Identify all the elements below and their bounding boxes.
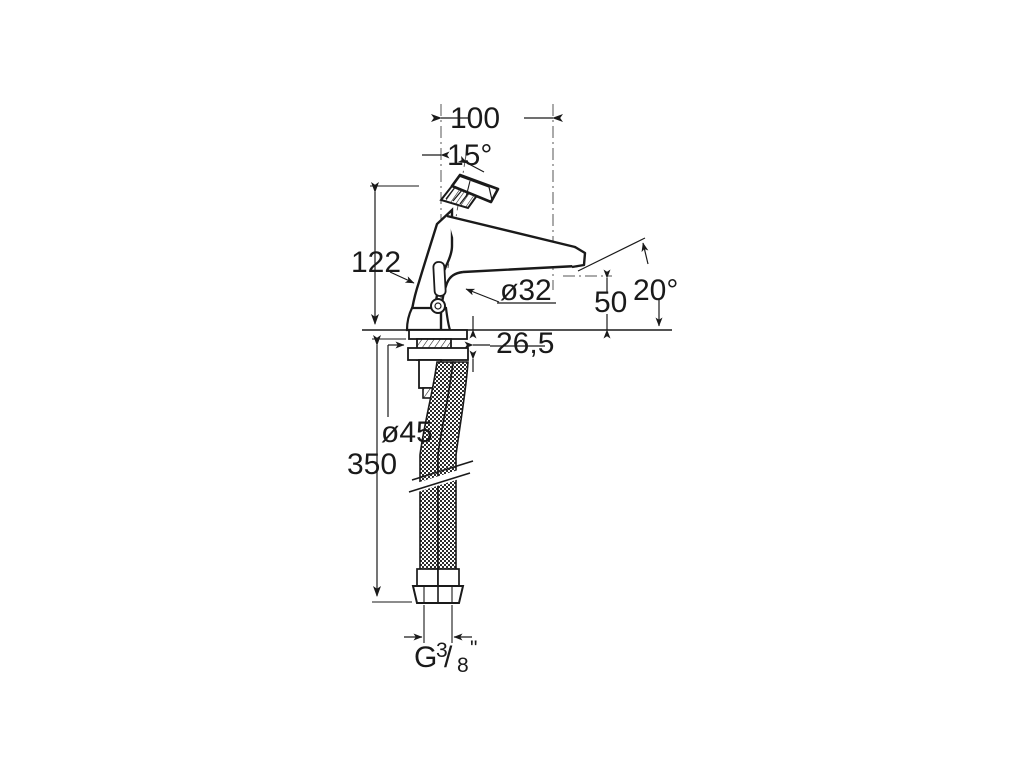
break-line-lower — [408, 472, 471, 493]
mounting-hardware — [407, 329, 469, 399]
dimension-20deg — [577, 237, 663, 327]
dimension-g38 — [404, 605, 472, 643]
ferrule-right — [437, 568, 460, 587]
sensor-window — [432, 261, 447, 297]
dim-label-g38-letter: G — [414, 641, 437, 674]
dimension-dia32 — [465, 288, 556, 304]
lock-nut-plate — [407, 347, 469, 361]
dim-label-dia45: ø45 — [381, 416, 433, 449]
handle-cap-seam — [465, 180, 471, 198]
top-washer — [408, 329, 468, 340]
dim-label-100: 100 — [450, 102, 500, 135]
dim-label-122: 122 — [351, 246, 401, 279]
dim-15-arrow-right — [457, 155, 485, 173]
dimension-122 — [370, 182, 419, 331]
dim-label-15deg: 15° — [447, 139, 492, 172]
handle-cap-edge-hl — [458, 175, 493, 201]
dim-label-g38-solidus: / — [444, 641, 453, 674]
dim-dia32-leader — [465, 288, 500, 303]
dim-label-dia32: ø32 — [500, 274, 552, 307]
flexible-hose-assembly — [407, 361, 474, 604]
dim-label-265: 26,5 — [496, 327, 554, 360]
sensor-eye-inner — [434, 302, 442, 310]
dimension-265 — [464, 316, 545, 372]
ferrule-left — [416, 568, 439, 587]
break-gap-mask — [407, 466, 472, 495]
dim-122-leader — [389, 271, 415, 284]
dim-label-20deg: 20° — [633, 274, 678, 307]
dimension-15deg — [422, 151, 485, 173]
spout-outlet-tip — [571, 245, 587, 269]
dim-label-g38-numerator: 3 — [436, 639, 448, 662]
break-line-upper — [411, 460, 474, 481]
dimension-dia45 — [387, 341, 405, 417]
dimension-350 — [372, 335, 412, 603]
faucet-assembly — [405, 173, 587, 332]
dim-20-arrow-top — [641, 242, 649, 265]
handle-cap — [450, 173, 500, 204]
dim-20-angle-ray — [577, 237, 646, 272]
dim-label-g38-denominator: 8 — [457, 654, 469, 677]
dim-label-50: 50 — [594, 286, 627, 319]
dim-label-g38: G 3 / 8 " — [414, 637, 477, 677]
dim-label-350: 350 — [347, 448, 397, 481]
dim-label-g38-inch: " — [470, 637, 477, 660]
